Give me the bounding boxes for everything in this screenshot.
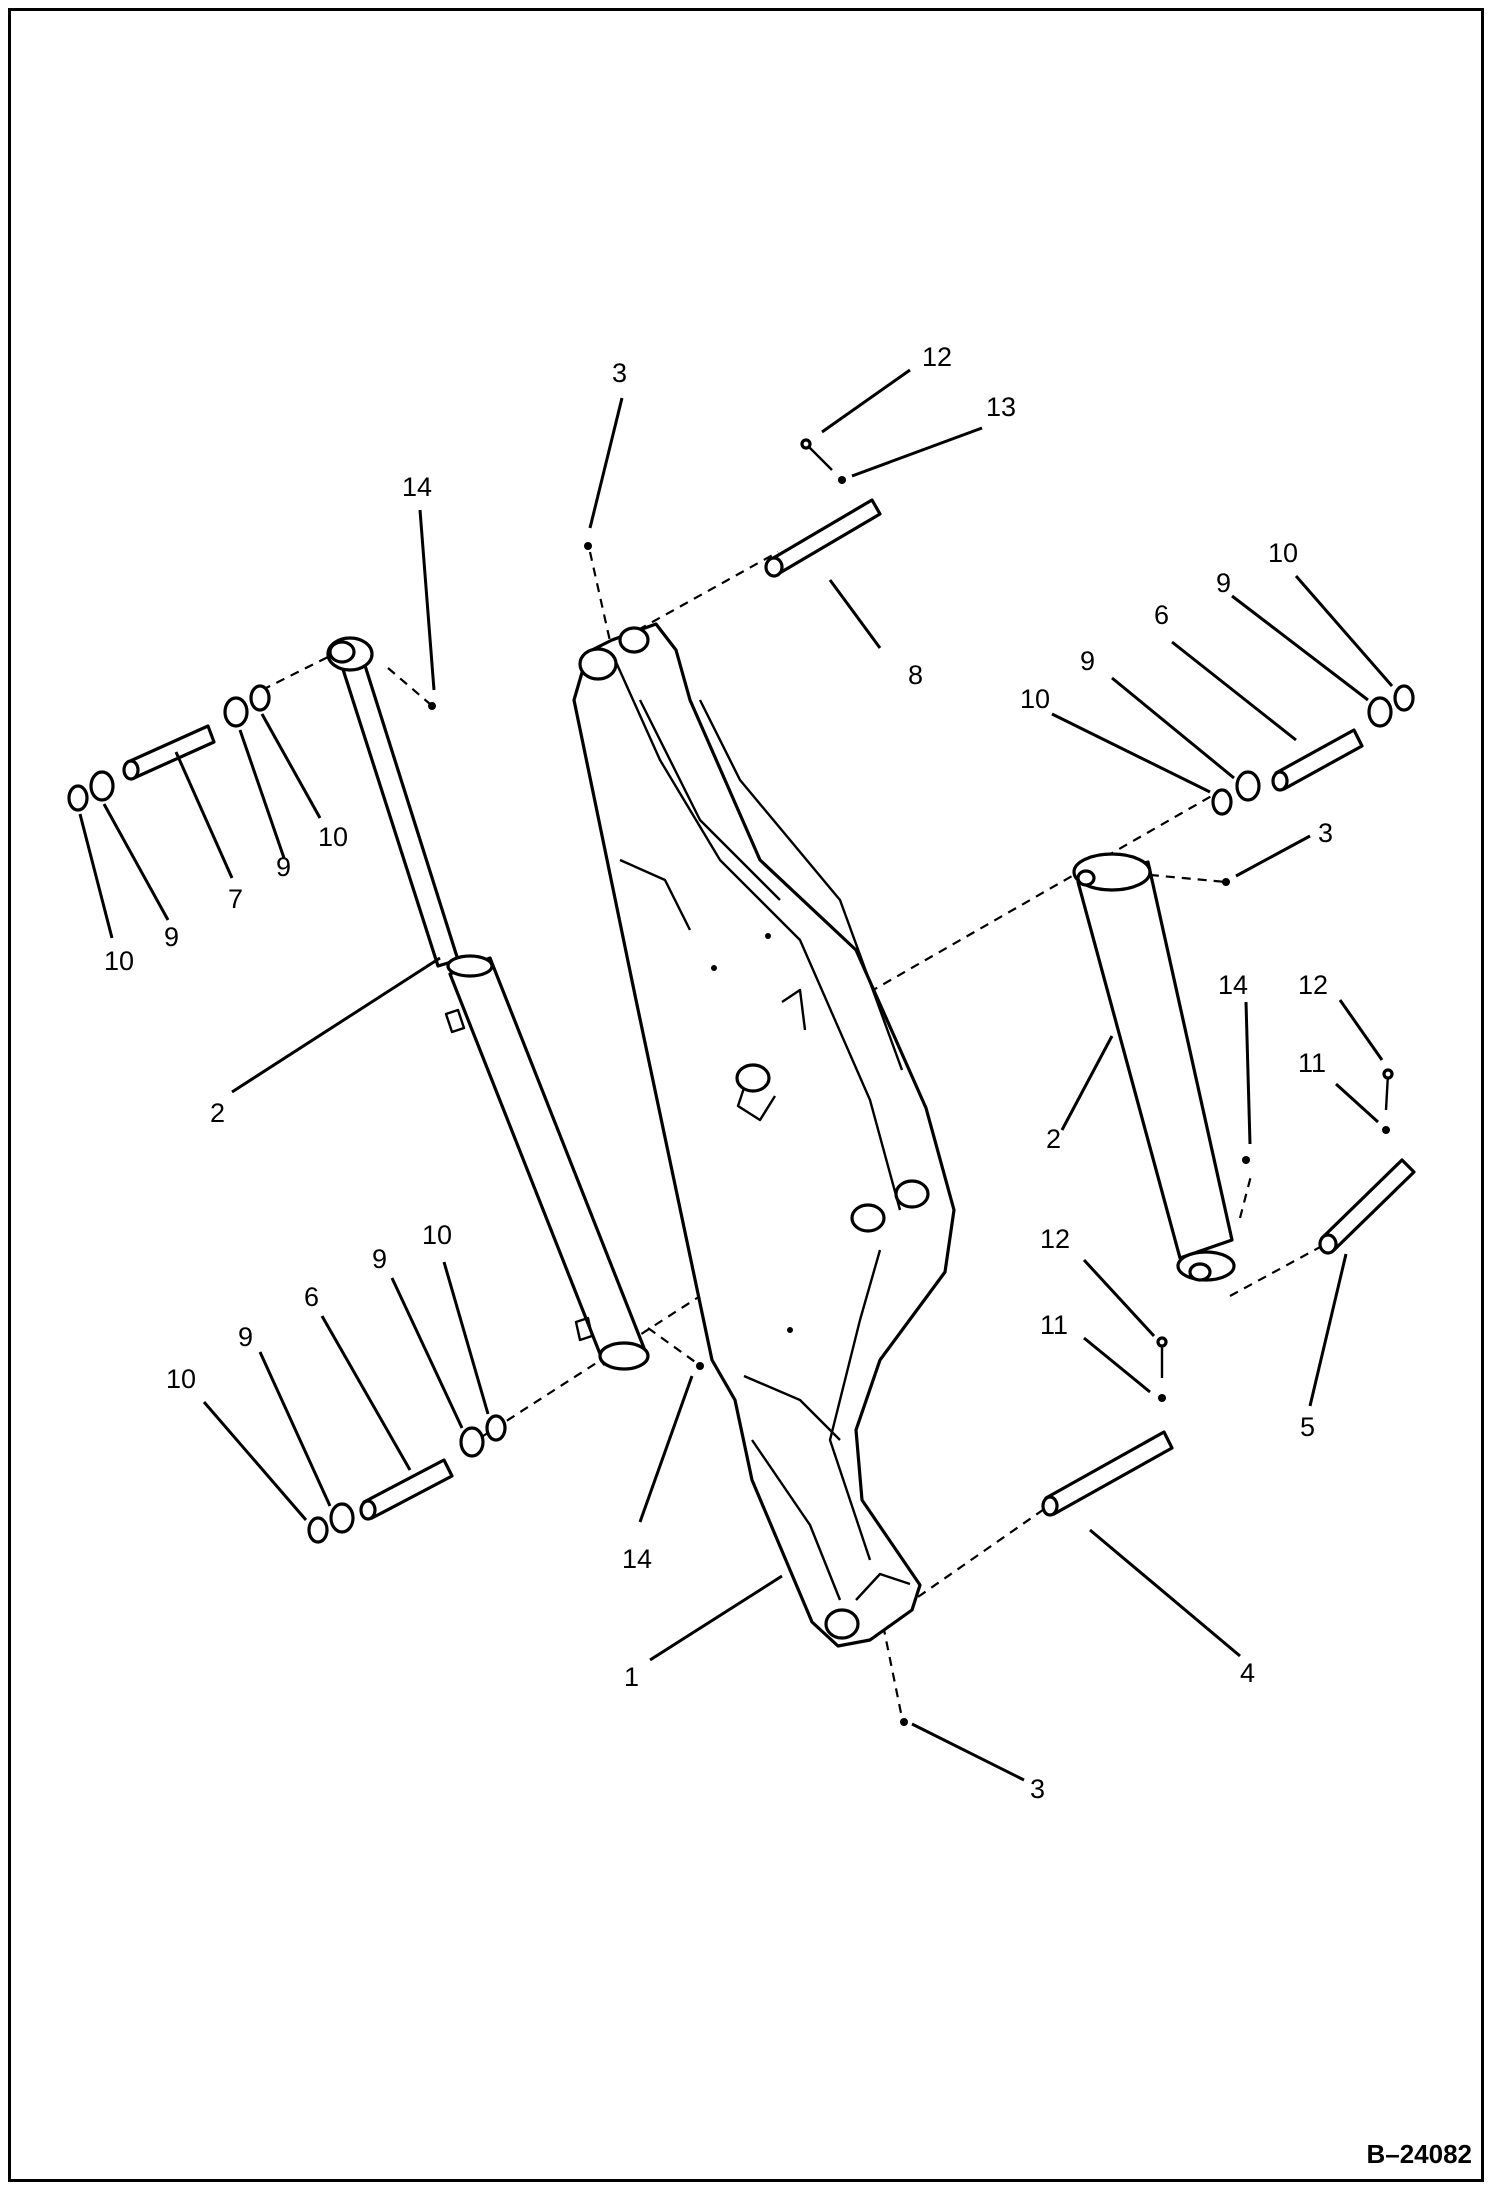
pin-5: [1318, 1158, 1416, 1255]
callout-7: 7: [228, 884, 243, 914]
callout-labels: 3 12 13 14 8 10 9 6 9 10 3 10 9 7 9 10 2…: [104, 342, 1333, 1804]
figure-code: B–24082: [1366, 2139, 1472, 2169]
callout-3-bottom: 3: [1030, 1774, 1045, 1804]
callout-9-l2: 9: [276, 852, 291, 882]
callout-10-l1: 10: [104, 946, 134, 976]
callout-12-mid: 12: [1040, 1224, 1070, 1254]
pin-6-top: [1271, 728, 1364, 792]
callout-9-l1: 9: [164, 922, 179, 952]
callout-2-right: 2: [1046, 1124, 1061, 1154]
callout-10-l2: 10: [318, 822, 348, 852]
pin-8: [764, 498, 882, 578]
cylinder-left: [326, 636, 650, 1371]
callout-11-mid: 11: [1040, 1310, 1068, 1340]
pin-7: [122, 724, 216, 781]
callout-3-right: 3: [1318, 818, 1333, 848]
callout-14-bottom: 14: [622, 1544, 652, 1574]
callout-5: 5: [1300, 1412, 1315, 1442]
fasteners: [428, 438, 1394, 1726]
callout-10-bl: 10: [166, 1364, 196, 1394]
callout-3-top: 3: [612, 358, 627, 388]
callout-9-bl2: 9: [372, 1244, 387, 1274]
callout-12-right: 12: [1298, 970, 1328, 1000]
callout-9-bl: 9: [238, 1322, 253, 1352]
callout-9-tr2: 9: [1080, 646, 1095, 676]
callout-2-left: 2: [210, 1098, 225, 1128]
boom-arm: [572, 622, 956, 1648]
leader-lines: [78, 368, 1394, 1782]
pin-6-bottom: [359, 1458, 454, 1521]
callout-4: 4: [1240, 1658, 1255, 1688]
pin-4: [1041, 1430, 1174, 1517]
callout-10-tr: 10: [1268, 538, 1298, 568]
callout-14-right: 14: [1218, 970, 1248, 1000]
callout-10-tr2: 10: [1020, 684, 1050, 714]
callout-1: 1: [624, 1662, 639, 1692]
callout-9-tr: 9: [1216, 568, 1231, 598]
callout-10-bl2: 10: [422, 1220, 452, 1250]
callout-13: 13: [986, 392, 1016, 422]
callout-12-top: 12: [922, 342, 952, 372]
callout-6-tr: 6: [1154, 600, 1169, 630]
callout-8: 8: [908, 660, 923, 690]
callout-6-bl: 6: [304, 1282, 319, 1312]
cylinder-right: [1072, 852, 1236, 1282]
callout-11-right: 11: [1298, 1048, 1326, 1078]
washers: [67, 684, 1415, 1544]
callout-14-left-top: 14: [402, 472, 432, 502]
